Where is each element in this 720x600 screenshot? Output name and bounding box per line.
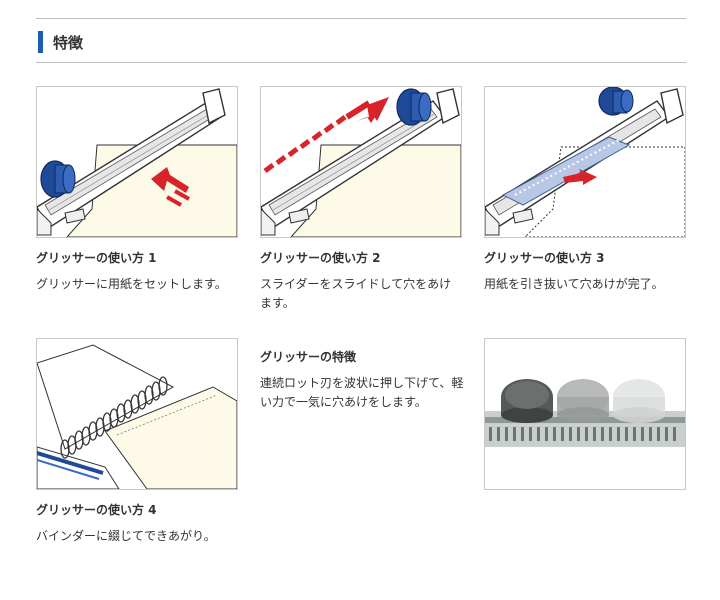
- step-2: グリッサーの使い方 2 スライダーをスライドして穴をあけます。: [260, 86, 462, 313]
- section-accent-bar: [38, 31, 43, 53]
- step-1-description: グリッサーに用紙をセットします。: [36, 277, 227, 291]
- step-3-title: グリッサーの使い方 3: [484, 251, 605, 265]
- step-3: グリッサーの使い方 3 用紙を引き抜いて穴あけが完了。: [484, 86, 686, 294]
- step-1: グリッサーの使い方 1 グリッサーに用紙をセットします。: [36, 86, 238, 294]
- step-4-illustration: [36, 338, 238, 490]
- step-3-illustration: [484, 86, 686, 238]
- feature-title: グリッサーの特徴: [260, 350, 357, 364]
- step-3-description: 用紙を引き抜いて穴あけが完了。: [484, 277, 664, 291]
- header-rule: [36, 62, 686, 63]
- step-2-title: グリッサーの使い方 2: [260, 251, 381, 265]
- step-4-title: グリッサーの使い方 4: [36, 503, 157, 517]
- step-4-description: バインダーに綴じてできあがり。: [36, 529, 216, 543]
- step-1-illustration: [36, 86, 238, 238]
- step-2-illustration: [260, 86, 462, 238]
- feature: グリッサーの特徴 連続ロット刃を波状に押し下げて、軽い力で一気に穴あけをします。: [260, 338, 470, 412]
- section-header: 特徴: [38, 30, 83, 54]
- product-photo: [484, 338, 686, 490]
- feature-description: 連続ロット刃を波状に押し下げて、軽い力で一気に穴あけをします。: [260, 376, 464, 409]
- top-rule: [36, 18, 686, 19]
- section-title: 特徴: [53, 33, 84, 52]
- step-4: グリッサーの使い方 4 バインダーに綴じてできあがり。: [36, 338, 238, 546]
- product-photo-cell: [484, 338, 686, 490]
- step-1-title: グリッサーの使い方 1: [36, 251, 157, 265]
- step-2-description: スライダーをスライドして穴をあけます。: [260, 277, 452, 310]
